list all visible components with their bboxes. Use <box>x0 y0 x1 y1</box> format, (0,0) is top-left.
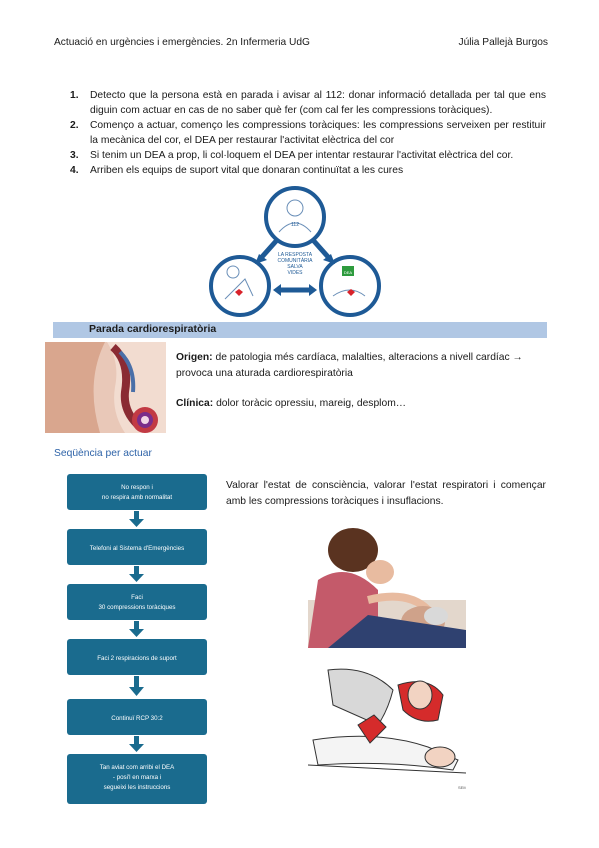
compressions-circle <box>209 255 271 317</box>
flow-box-text: Faci 2 respiracions de suport <box>97 655 177 662</box>
flow-box-text: Faci <box>131 594 143 601</box>
flow-box-text: No respon i <box>121 484 153 491</box>
clinica-label: Clínica: <box>176 398 214 409</box>
step-item: 4.Arriben els equips de suport vital que… <box>70 165 404 176</box>
flow-box <box>67 699 207 735</box>
clinica-text: dolor toràcic opressiu, mareig, desplom… <box>213 398 407 409</box>
sequence-heading: Seqüència per actuar <box>54 448 152 459</box>
dea-label: DEA <box>344 270 353 275</box>
arrow-head-icon <box>273 284 281 296</box>
flow-arrow-head-icon <box>129 629 144 637</box>
flow-arrow <box>134 621 139 630</box>
flow-box-text: 30 compressions toràciques <box>98 604 175 611</box>
flow-arrow-head-icon <box>129 574 144 582</box>
flow-arrow-head-icon <box>129 519 144 527</box>
chain-center-line: LA RESPOSTA <box>278 252 313 258</box>
origen-paragraph: Origen: de patologia més cardíaca, malal… <box>176 350 551 381</box>
chain-center-line: COMUNITÀRIA <box>278 257 314 264</box>
flow-box <box>67 529 207 565</box>
flow-arrow <box>134 736 139 745</box>
flow-box-text: Continuï RCP 30:2 <box>111 715 163 722</box>
arrow-right <box>311 238 331 260</box>
flow-box-text: Tan aviat com arribi el DEA <box>100 764 175 771</box>
header-author: Júlia Pallejà Burgos <box>458 37 548 48</box>
call-circle <box>264 186 326 248</box>
chain-center-line: SALVA <box>287 264 303 270</box>
section-bar: Parada cardiorespiratòria <box>53 322 547 338</box>
flow-box-text: Telefoni al Sistema d'Emergències <box>90 545 184 552</box>
rescuer-body-icon <box>224 278 254 300</box>
flow-box <box>67 754 207 804</box>
flow-box-text: - posi'l en marxa i <box>113 774 161 781</box>
person-head-icon <box>286 199 304 217</box>
heart-icon <box>235 289 243 296</box>
header-title: Actuació en urgències i emergències. 2n … <box>54 37 310 48</box>
step-item: 1.Detecto que la persona està en parada … <box>70 90 546 116</box>
valorar-paragraph: Valorar l'estat de consciència, valorar … <box>226 480 546 507</box>
steps-list: 1.Detecto que la persona està en parada … <box>70 88 546 178</box>
section-title: Parada cardiorespiratòria <box>89 323 217 335</box>
flow-arrow <box>134 676 139 688</box>
step-item: 3.Si tenim un DEA a prop, li col·loquem … <box>70 150 514 161</box>
flow-arrow-head-icon <box>129 687 144 696</box>
arrow-head-icon <box>255 254 267 264</box>
origen-text: de patologia més cardíaca, malalties, al… <box>176 352 523 379</box>
flow-arrow <box>134 566 139 575</box>
flow-box <box>67 584 207 620</box>
flow-box <box>67 639 207 675</box>
call-label: 112 <box>291 222 299 228</box>
illustration-credit: SEMES <box>458 785 466 790</box>
flow-box-text: no respira amb normalitat <box>102 494 172 501</box>
chain-center-line: VIDES <box>287 270 303 276</box>
dea-circle <box>319 255 381 317</box>
page-header: Actuació en urgències i emergències. 2n … <box>54 37 548 51</box>
arrow-head-icon <box>323 254 335 264</box>
heart-icon <box>347 289 355 296</box>
person-body-icon <box>278 222 312 233</box>
heart-anatomy-image <box>45 342 166 433</box>
flow-arrow-head-icon <box>129 744 144 752</box>
origen-label: Origen: <box>176 352 213 363</box>
patient-icon <box>332 289 366 297</box>
arrow-left <box>259 238 279 260</box>
step-item: 2.Començo a actuar, començo les compress… <box>70 120 546 146</box>
compressions-illustration: SEMES <box>308 665 466 793</box>
flow-box-text: segueixi les instruccions <box>104 784 171 791</box>
arrow-head-icon <box>309 284 317 296</box>
breathing-check-photo <box>308 520 466 648</box>
dea-device-icon <box>342 266 354 276</box>
survival-chain-diagram: 112 DEA LA RESPOSTA COMUNITÀRIA SALVA VI… <box>209 186 381 317</box>
clinica-paragraph: Clínica: dolor toràcic opressiu, mareig,… <box>176 398 406 409</box>
rescuer-head-icon <box>226 265 240 279</box>
flow-box <box>67 474 207 510</box>
action-flowchart: No respon i no respira amb normalitat Te… <box>67 474 207 804</box>
flow-arrow <box>134 511 139 520</box>
